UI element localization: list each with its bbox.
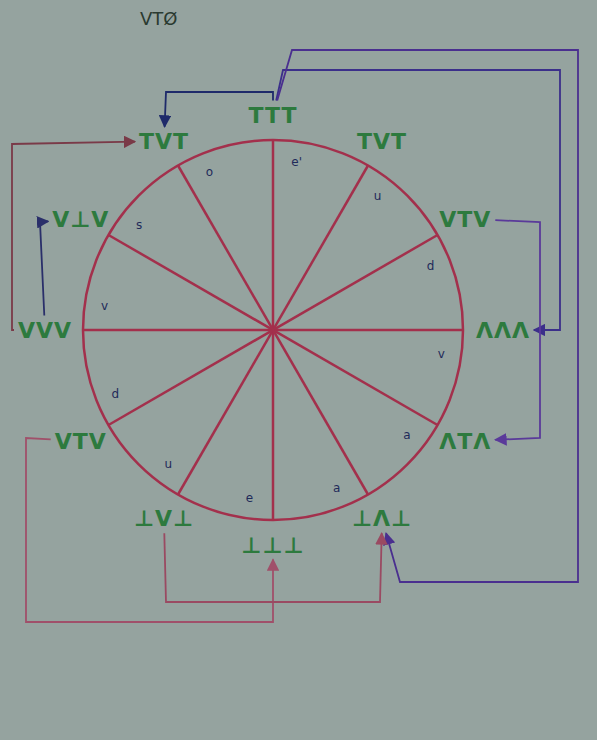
position-label: u xyxy=(374,189,382,203)
position-label: o xyxy=(206,165,213,179)
symbol-text: ⊥⊥⊥ xyxy=(241,533,304,558)
symbol-text: ΛTΛ xyxy=(439,429,491,454)
symbol-text: VTV xyxy=(55,429,107,454)
main-circle xyxy=(83,140,463,520)
symbol-group: ⊥⊥⊥ xyxy=(237,531,308,560)
symbol-text: ΛΛΛ xyxy=(476,318,530,343)
arrow-connector xyxy=(12,142,135,330)
arrow-connector xyxy=(26,438,273,622)
symbol-text: ⊥Λ⊥ xyxy=(352,506,412,531)
symbol-group: V⊥V xyxy=(48,205,113,234)
symbol-text: VTV xyxy=(439,207,491,232)
diagram-title: VTØ xyxy=(140,8,177,29)
arrow-connector xyxy=(276,70,560,330)
position-label: s xyxy=(136,218,142,232)
symbol-text: TVT xyxy=(139,129,189,154)
symbol-group: VTV xyxy=(51,427,111,456)
position-label: v xyxy=(438,347,445,361)
position-label: a xyxy=(403,428,410,442)
position-label: a xyxy=(333,481,340,495)
symbol-group: TTT xyxy=(244,101,301,130)
symbol-group: ⊥Λ⊥ xyxy=(348,504,416,533)
symbol-group: ΛΛΛ xyxy=(472,316,534,345)
symbol-group: ⊥V⊥ xyxy=(130,504,198,533)
position-label: v xyxy=(101,299,108,313)
spoke xyxy=(178,166,368,495)
position-label: u xyxy=(165,457,173,471)
symbol-group: TVT xyxy=(135,127,193,156)
symbol-text: TTT xyxy=(248,103,297,128)
symbol-text: TVT xyxy=(357,129,407,154)
symbol-text: VVV xyxy=(18,318,72,343)
position-label: e' xyxy=(291,155,302,169)
position-label: e xyxy=(246,491,253,505)
arrow-connector xyxy=(164,533,381,602)
arrow-connector xyxy=(277,50,578,582)
symbol-text: V⊥V xyxy=(52,207,109,232)
symbol-group: TVT xyxy=(353,127,411,156)
symbol-text: ⊥V⊥ xyxy=(134,506,194,531)
position-label: d xyxy=(112,387,120,401)
symbol-group: ΛTΛ xyxy=(435,427,495,456)
symbol-group: VTV xyxy=(435,205,495,234)
symbol-group: VVV xyxy=(14,316,76,345)
position-label: d xyxy=(427,259,435,273)
arrow-connector xyxy=(40,221,48,315)
